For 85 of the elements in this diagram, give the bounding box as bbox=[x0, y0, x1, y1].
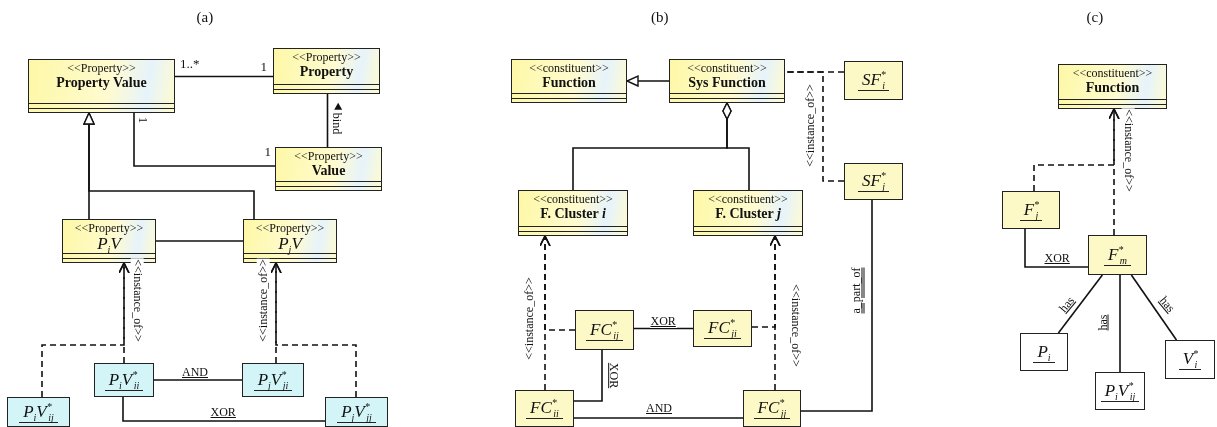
aggregation-line bbox=[722, 102, 750, 191]
object-box bbox=[575, 310, 634, 350]
class-name: P$_{i}$V bbox=[97, 235, 121, 252]
class-name: Sys Function bbox=[688, 75, 766, 91]
class-name: Value bbox=[311, 163, 346, 179]
dashed-arrow bbox=[539, 235, 576, 331]
connector-line bbox=[1024, 228, 1089, 268]
edge-label: XOR bbox=[209, 405, 237, 419]
object-box bbox=[743, 390, 801, 427]
stereotype-label: <<Property>> bbox=[74, 222, 144, 235]
panel-label: (b) bbox=[651, 10, 669, 24]
stereotype-label: <<Property>> bbox=[292, 51, 361, 64]
object-box bbox=[94, 363, 154, 397]
connector-line bbox=[633, 327, 694, 330]
edge-label: <<instance_of>> bbox=[1121, 107, 1135, 193]
stereotype-label: <<constituent>> bbox=[1072, 67, 1153, 80]
stereotype-label: <<constituent>> bbox=[533, 193, 613, 206]
multiplicity-label: 1 bbox=[135, 116, 150, 124]
edge-label: XOR bbox=[1043, 251, 1071, 265]
dashed-arrow bbox=[1033, 108, 1120, 192]
generalization-arrow bbox=[83, 112, 255, 220]
object-box bbox=[1165, 340, 1215, 379]
class-name: Property Value bbox=[56, 75, 147, 91]
class-box bbox=[669, 59, 785, 103]
stereotype-label: <<constituent>> bbox=[708, 193, 788, 206]
connector-line bbox=[174, 75, 274, 78]
object-box bbox=[693, 310, 752, 347]
connector-line bbox=[573, 417, 744, 419]
object-box bbox=[1088, 235, 1147, 275]
object-box bbox=[844, 163, 903, 200]
edge-label: XOR bbox=[649, 314, 677, 328]
multiplicity-label: 1..* bbox=[180, 57, 200, 71]
connector-line bbox=[155, 240, 244, 242]
object-box bbox=[242, 363, 304, 397]
object-box bbox=[325, 397, 388, 427]
panel-label: (c) bbox=[1086, 10, 1104, 24]
connector-line bbox=[133, 112, 276, 167]
connector-line bbox=[573, 349, 603, 402]
edge-label: AND bbox=[645, 401, 673, 415]
class-box bbox=[273, 48, 380, 94]
class-box bbox=[1058, 64, 1167, 109]
object-box bbox=[1095, 372, 1145, 410]
stereotype-label: <<Property>> bbox=[67, 62, 136, 75]
multiplicity-label: 1 bbox=[264, 145, 271, 159]
class-box bbox=[693, 190, 803, 236]
class-name: F. Cluster i bbox=[540, 206, 606, 222]
dashed-arrow bbox=[270, 262, 357, 398]
class-box bbox=[518, 190, 628, 236]
stereotype-label: <<Property>> bbox=[294, 150, 363, 163]
connector-line bbox=[800, 199, 873, 412]
edge-label: a_part_of bbox=[850, 266, 864, 314]
object-box bbox=[1002, 191, 1060, 229]
object-box bbox=[7, 397, 70, 427]
connector-line bbox=[1057, 274, 1104, 334]
class-name: Function bbox=[1085, 80, 1140, 96]
object-box bbox=[1020, 333, 1068, 371]
connector-line bbox=[153, 379, 243, 381]
connector-line bbox=[1119, 274, 1121, 373]
class-box bbox=[28, 59, 175, 113]
dashed-arrow bbox=[41, 262, 130, 398]
connector-line bbox=[326, 93, 329, 148]
panel-label: (a) bbox=[196, 10, 214, 24]
dashed-line bbox=[784, 71, 845, 182]
connector-line bbox=[1130, 274, 1178, 341]
stereotype-label: <<constituent>> bbox=[687, 62, 767, 75]
dashed-arrow bbox=[751, 235, 781, 328]
object-box bbox=[515, 390, 574, 427]
edge-label: has bbox=[1096, 313, 1110, 331]
multiplicity-label: 1 bbox=[260, 60, 267, 74]
stereotype-label: <<Property>> bbox=[255, 222, 325, 235]
connector-line bbox=[122, 396, 326, 422]
class-box bbox=[511, 59, 627, 103]
object-name: P$_{i}$ bbox=[1033, 341, 1055, 363]
class-box bbox=[275, 147, 382, 191]
object-box bbox=[844, 61, 903, 100]
edge-label: <<instance_of>> bbox=[788, 282, 802, 368]
edge-label: <<instance_of>> bbox=[522, 275, 536, 361]
stereotype-label: <<constituent>> bbox=[529, 62, 609, 75]
class-name: Function bbox=[542, 75, 596, 91]
edge-label: <<instance_of>> bbox=[803, 82, 817, 168]
edge-label: <<instance_of>> bbox=[256, 257, 270, 343]
class-name: Property bbox=[299, 64, 354, 80]
edge-label: AND bbox=[181, 365, 209, 379]
generalization-arrow bbox=[626, 75, 670, 87]
edge-label: <<instance_of>> bbox=[130, 257, 144, 343]
